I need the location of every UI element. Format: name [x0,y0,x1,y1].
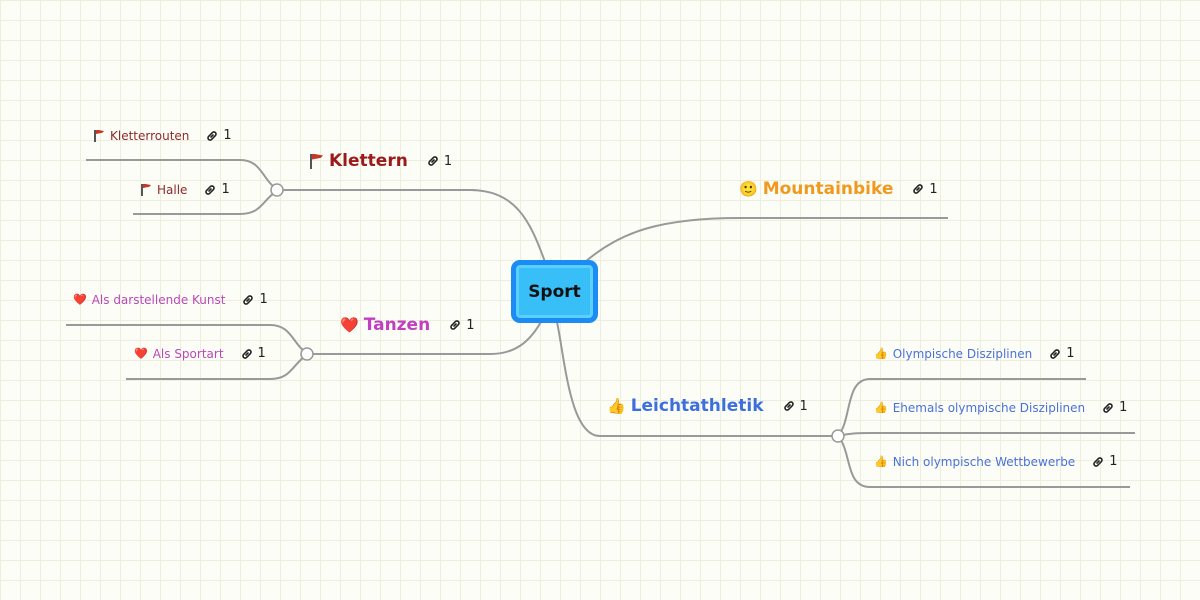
link-count: 1 [257,346,266,361]
node-ehemals-olympische-disziplinen-link[interactable]: 1 [1101,400,1127,415]
node-klettern-link[interactable]: 1 [426,154,452,169]
node-nich-olympische-wettbewerbe[interactable]: 👍 Nich olympische Wettbewerbe 1 [874,454,1117,469]
node-als-sportart-label: Als Sportart [152,346,224,361]
node-als-darstellende-kunst-link[interactable]: 1 [241,292,268,307]
node-leichtathletik-link[interactable]: 1 [782,399,808,414]
link-count: 1 [443,153,453,169]
node-als-darstellende-kunst-label: Als darstellende Kunst [91,292,226,307]
branch-knot-tanzen[interactable] [300,347,314,361]
connector-nich-olympische-wettbewerbe [837,435,1130,488]
branch-knot-klettern[interactable] [270,183,284,197]
node-halle[interactable]: Halle 1 [141,182,230,197]
link-icon [205,184,216,195]
heart-icon: ❤️ [73,293,87,306]
link-icon [243,294,254,305]
branch-knot-leichtathletik[interactable] [831,429,845,443]
link-count: 1 [799,398,808,414]
link-icon [913,184,924,194]
node-ehemals-olympische-disziplinen[interactable]: 👍 Ehemals olympische Disziplinen 1 [874,400,1127,415]
node-kletterrouten-link[interactable]: 1 [205,128,232,143]
link-count: 1 [223,128,232,143]
node-klettern-label: Klettern [329,151,408,171]
connector-klettern [278,189,546,263]
node-klettern[interactable]: Klettern 1 [310,151,452,171]
root-node-label: Sport [528,281,581,302]
link-count: 1 [259,292,268,307]
node-als-sportart[interactable]: ❤️ Als Sportart 1 [134,346,266,361]
link-count: 1 [1119,400,1128,415]
root-node-sport[interactable]: Sport [511,260,598,323]
node-kletterrouten[interactable]: Kletterrouten 1 [94,128,232,143]
heart-icon: ❤️ [134,347,148,360]
node-olympische-disziplinen-label: Olympische Disziplinen [892,346,1033,361]
thumbs-up-icon: 👍 [874,347,888,360]
connector-leichtathletik [556,321,838,437]
heart-icon: ❤️ [340,316,359,334]
node-nich-olympische-wettbewerbe-label: Nich olympische Wettbewerbe [892,454,1076,469]
link-icon [783,401,794,411]
link-count: 1 [221,182,230,197]
node-tanzen-link[interactable]: 1 [448,318,474,333]
link-icon [450,320,460,330]
node-als-darstellende-kunst[interactable]: ❤️ Als darstellende Kunst 1 [73,292,268,307]
flag-icon [310,153,324,169]
link-icon [1093,456,1103,467]
node-als-sportart-link[interactable]: 1 [240,346,266,361]
node-kletterrouten-label: Kletterrouten [110,128,190,143]
node-nich-olympische-wettbewerbe-link[interactable]: 1 [1091,454,1117,469]
thumbs-up-icon: 👍 [874,401,888,414]
node-mountainbike-link[interactable]: 1 [911,181,938,197]
node-mountainbike[interactable]: 🙂 Mountainbike 1 [739,179,938,199]
link-count: 1 [1066,346,1075,361]
link-icon [241,348,252,359]
link-count: 1 [466,317,475,333]
node-tanzen-label: Tanzen [363,315,431,335]
link-icon [207,130,218,141]
link-count: 1 [929,181,938,197]
node-mountainbike-label: Mountainbike [762,179,894,199]
node-leichtathletik-label: Leichtathletik [630,396,764,416]
node-olympische-disziplinen-link[interactable]: 1 [1048,346,1075,361]
flag-icon [94,129,105,142]
node-tanzen[interactable]: ❤️ Tanzen 1 [340,315,474,335]
node-halle-label: Halle [157,182,188,197]
node-ehemals-olympische-disziplinen-label: Ehemals olympische Disziplinen [892,400,1086,415]
link-count: 1 [1109,454,1118,469]
flag-icon [141,183,152,196]
connector-tanzen [308,319,543,355]
node-halle-link[interactable]: 1 [203,182,230,197]
thumbs-up-icon: 👍 [874,455,888,468]
link-icon [1050,348,1060,359]
connector-olympische-disziplinen [837,378,1086,437]
connector-mountainbike [584,217,948,263]
thumbs-up-icon: 👍 [607,397,626,415]
node-olympische-disziplinen[interactable]: 👍 Olympische Disziplinen 1 [874,346,1075,361]
smiley-icon: 🙂 [739,180,758,198]
node-leichtathletik[interactable]: 👍 Leichtathletik 1 [607,396,808,416]
connector-ehemals-olympische-disziplinen [837,432,1135,437]
link-icon [428,156,438,166]
link-icon [1103,402,1113,413]
